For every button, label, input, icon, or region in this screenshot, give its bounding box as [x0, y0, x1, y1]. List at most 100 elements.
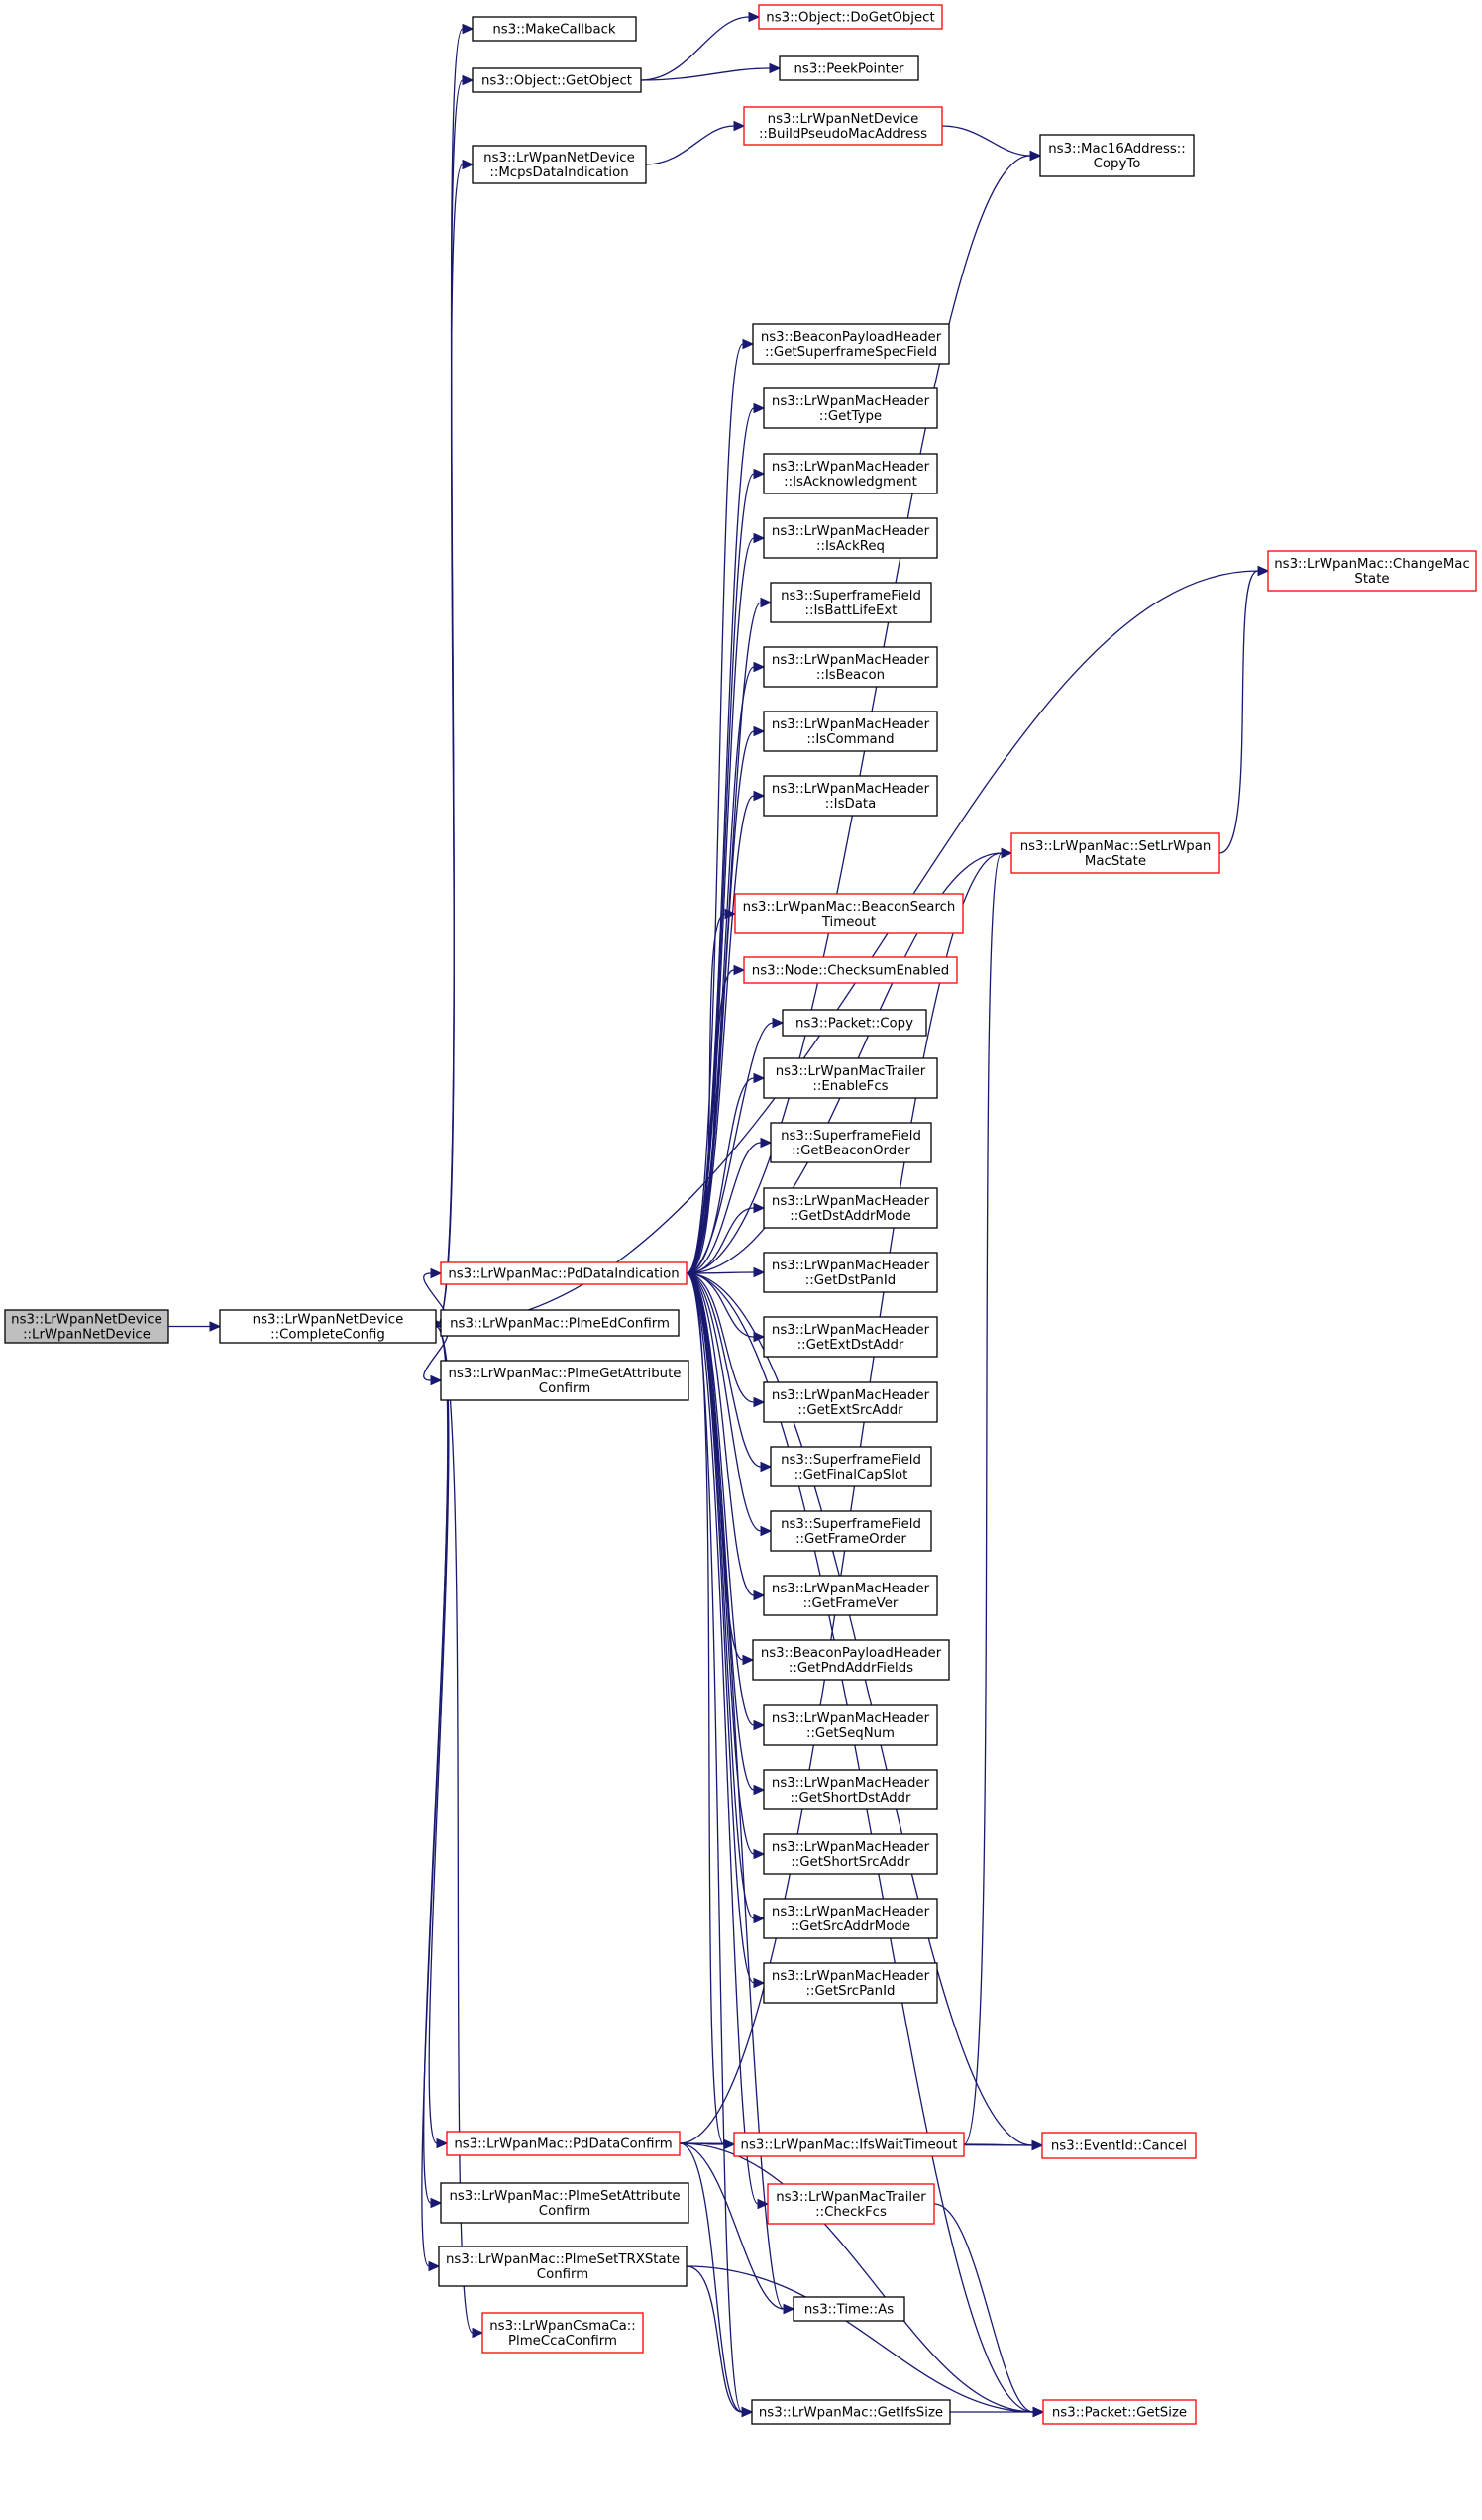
function-node-getdstaddrmode[interactable]: ns3::LrWpanMacHeader::GetDstAddrMode	[763, 1187, 938, 1229]
node-box[interactable]	[763, 517, 938, 559]
function-node-timeas[interactable]: ns3::Time::As	[793, 2296, 905, 2322]
function-node-getsrcpanid[interactable]: ns3::LrWpanMacHeader::GetSrcPanId	[763, 1962, 938, 2004]
node-box[interactable]	[752, 323, 950, 365]
node-box[interactable]	[440, 1309, 680, 1337]
node-box[interactable]	[743, 956, 958, 984]
function-node-checksumenabled[interactable]: ns3::Node::ChecksumEnabled	[743, 956, 958, 984]
function-node-packetcopy[interactable]: ns3::Packet::Copy	[782, 1009, 927, 1037]
function-node-getshortdstaddr[interactable]: ns3::LrWpanMacHeader::GetShortDstAddr	[763, 1769, 938, 1810]
node-box[interactable]	[763, 1962, 938, 2004]
function-node-getobject[interactable]: ns3::Object::GetObject	[472, 67, 642, 93]
function-node-iscommand[interactable]: ns3::LrWpanMacHeader::IsCommand	[763, 711, 938, 752]
node-box[interactable]	[763, 646, 938, 688]
node-box[interactable]	[1041, 2132, 1197, 2159]
function-node-buildpseudomac[interactable]: ns3::LrWpanNetDevice::BuildPseudoMacAddr…	[743, 106, 943, 146]
node-box[interactable]	[770, 1122, 932, 1163]
node-box[interactable]	[440, 1360, 689, 1401]
function-node-mcpsdataindication[interactable]: ns3::LrWpanNetDevice::McpsDataIndication	[472, 145, 647, 184]
function-node-getextdstaddr[interactable]: ns3::LrWpanMacHeader::GetExtDstAddr	[763, 1316, 938, 1358]
function-node-plmeedconfirm[interactable]: ns3::LrWpanMac::PlmeEdConfirm	[440, 1309, 680, 1337]
function-node-getframeorder[interactable]: ns3::SuperframeField::GetFrameOrder	[770, 1510, 932, 1552]
function-node-getsrcaddrmode[interactable]: ns3::LrWpanMacHeader::GetSrcAddrMode	[763, 1898, 938, 1939]
function-node-gettype[interactable]: ns3::LrWpanMacHeader::GetType	[763, 387, 938, 429]
node-box[interactable]	[793, 2296, 905, 2322]
function-node-root[interactable]: ns3::LrWpanNetDevice::LrWpanNetDevice	[4, 1309, 169, 1344]
function-node-getifssize[interactable]: ns3::LrWpanMac::GetIfsSize	[751, 2399, 951, 2425]
function-node-isbattlifeext[interactable]: ns3::SuperframeField::IsBattLifeExt	[770, 582, 932, 623]
node-box[interactable]	[779, 55, 919, 81]
function-node-getextsrcaddr[interactable]: ns3::LrWpanMacHeader::GetExtSrcAddr	[763, 1381, 938, 1423]
function-node-getsize[interactable]: ns3::Packet::GetSize	[1042, 2399, 1197, 2425]
node-box[interactable]	[763, 453, 938, 494]
function-node-getsuperframespecfield[interactable]: ns3::BeaconPayloadHeader::GetSuperframeS…	[752, 323, 950, 365]
node-box[interactable]	[758, 4, 943, 30]
function-node-isbeacon[interactable]: ns3::LrWpanMacHeader::IsBeacon	[763, 646, 938, 688]
node-box[interactable]	[472, 67, 642, 93]
function-node-getshortsrcaddr[interactable]: ns3::LrWpanMacHeader::GetShortSrcAddr	[763, 1833, 938, 1875]
node-box[interactable]	[472, 145, 647, 184]
node-box[interactable]	[767, 2183, 935, 2225]
function-node-getpndaddrfields[interactable]: ns3::BeaconPayloadHeader::GetPndAddrFiel…	[752, 1639, 950, 1681]
node-box[interactable]	[763, 1704, 938, 1746]
node-box[interactable]	[1010, 832, 1220, 874]
function-node-plmeccaconfirm[interactable]: ns3::LrWpanCsmaCa::PlmeCcaConfirm	[481, 2312, 644, 2354]
node-box[interactable]	[743, 106, 943, 146]
node-box[interactable]	[763, 1187, 938, 1229]
node-box[interactable]	[763, 1833, 938, 1875]
function-node-isacknowledgment[interactable]: ns3::LrWpanMacHeader::IsAcknowledgment	[763, 453, 938, 494]
node-box[interactable]	[770, 1446, 932, 1487]
function-node-dogetobject[interactable]: ns3::Object::DoGetObject	[758, 4, 943, 30]
node-box[interactable]	[763, 1381, 938, 1423]
function-node-getseqnum[interactable]: ns3::LrWpanMacHeader::GetSeqNum	[763, 1704, 938, 1746]
function-node-getframever[interactable]: ns3::LrWpanMacHeader::GetFrameVer	[763, 1575, 938, 1616]
node-box[interactable]	[763, 1252, 938, 1293]
node-box[interactable]	[782, 1009, 927, 1037]
function-node-completeconfig[interactable]: ns3::LrWpanNetDevice::CompleteConfig	[219, 1309, 437, 1344]
node-box[interactable]	[1039, 134, 1195, 177]
function-node-isdata[interactable]: ns3::LrWpanMacHeader::IsData	[763, 775, 938, 817]
node-box[interactable]	[763, 1898, 938, 1939]
function-node-getbeaconorder[interactable]: ns3::SuperframeField::GetBeaconOrder	[770, 1122, 932, 1163]
node-box[interactable]	[440, 2182, 689, 2224]
function-node-pddataindication[interactable]: ns3::LrWpanMac::PdDataIndication	[440, 1261, 688, 1285]
node-box[interactable]	[438, 2246, 688, 2287]
node-box[interactable]	[734, 893, 964, 934]
node-box[interactable]	[1267, 550, 1477, 592]
node-box[interactable]	[763, 387, 938, 429]
function-node-enablefcs[interactable]: ns3::LrWpanMacTrailer::EnableFcs	[763, 1057, 938, 1099]
function-node-peekpointer[interactable]: ns3::PeekPointer	[779, 55, 919, 81]
node-box[interactable]	[4, 1309, 169, 1344]
node-box[interactable]	[440, 1261, 688, 1285]
function-node-eventidcancel[interactable]: ns3::EventId::Cancel	[1041, 2132, 1197, 2159]
function-node-copyto[interactable]: ns3::Mac16Address::CopyTo	[1039, 134, 1195, 177]
node-box[interactable]	[1042, 2399, 1197, 2425]
node-box[interactable]	[446, 2131, 681, 2156]
function-node-checkfcs[interactable]: ns3::LrWpanMacTrailer::CheckFcs	[767, 2183, 935, 2225]
node-box[interactable]	[763, 1769, 938, 1810]
function-node-isackreq[interactable]: ns3::LrWpanMacHeader::IsAckReq	[763, 517, 938, 559]
function-node-getdstpanid[interactable]: ns3::LrWpanMacHeader::GetDstPanId	[763, 1252, 938, 1293]
node-box[interactable]	[752, 1639, 950, 1681]
node-box[interactable]	[770, 1510, 932, 1552]
node-box[interactable]	[733, 2132, 965, 2157]
node-box[interactable]	[763, 1316, 938, 1358]
node-box[interactable]	[751, 2399, 951, 2425]
function-node-pddataconfirm[interactable]: ns3::LrWpanMac::PdDataConfirm	[446, 2131, 681, 2156]
node-box[interactable]	[763, 1057, 938, 1099]
node-box[interactable]	[763, 775, 938, 817]
function-node-makecallback[interactable]: ns3::MakeCallback	[472, 16, 637, 42]
node-box[interactable]	[472, 16, 637, 42]
function-node-ifswaittimeout[interactable]: ns3::LrWpanMac::IfsWaitTimeout	[733, 2132, 965, 2157]
function-node-getfinalcapslot[interactable]: ns3::SuperframeField::GetFinalCapSlot	[770, 1446, 932, 1487]
node-box[interactable]	[219, 1309, 437, 1344]
node-box[interactable]	[763, 711, 938, 752]
node-box[interactable]	[481, 2312, 644, 2354]
node-box[interactable]	[770, 582, 932, 623]
node-box[interactable]	[763, 1575, 938, 1616]
